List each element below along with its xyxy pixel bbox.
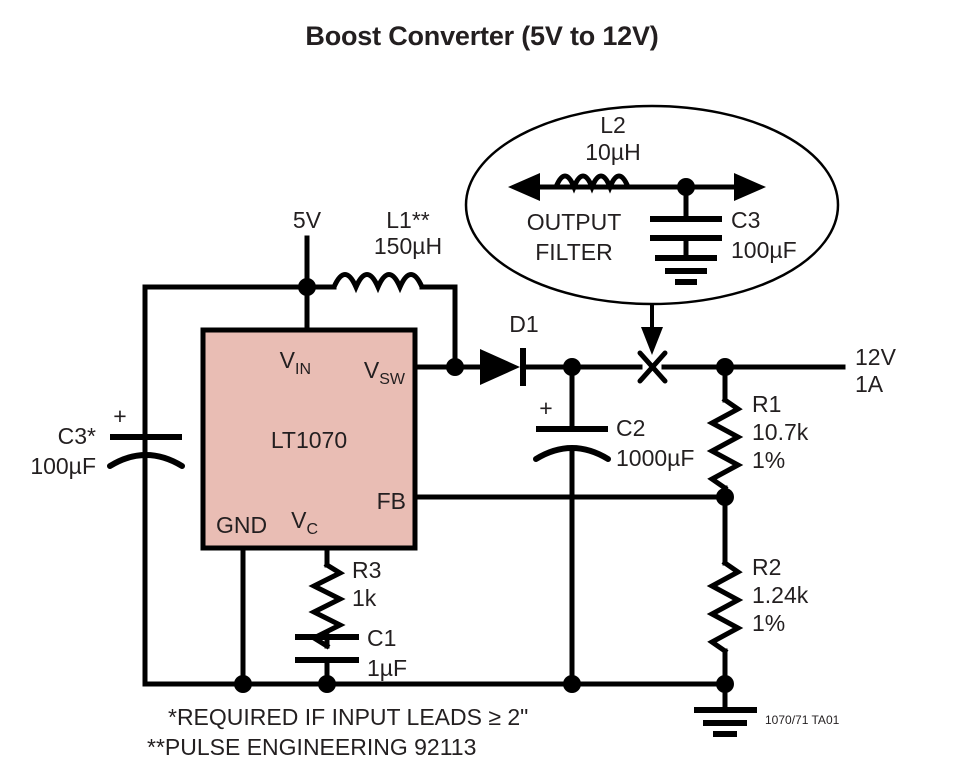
r2-value-label: 1.24k (752, 582, 809, 608)
pin-label-vin-sub: IN (295, 361, 311, 378)
output-voltage-label: 12V (855, 344, 897, 370)
filter-c3-value-label: 100µF (731, 237, 797, 263)
l2-inductor-coil (553, 173, 631, 194)
output-filter-callout-outline (464, 104, 840, 306)
c2-value-label: 1000µF (616, 445, 694, 471)
r3-ref-label: R3 (352, 557, 381, 583)
pin-label-vin: VIN (280, 347, 311, 378)
pin-label-vc-base: V (291, 507, 307, 533)
filter-c3-ref-label: C3 (731, 207, 760, 233)
output-filter-caption-line1: OUTPUT (527, 209, 622, 235)
input-c3-polarity-label: + (113, 403, 126, 429)
pin-label-vc-sub: C (306, 521, 318, 538)
input-c3-value-label: 100µF (30, 453, 96, 479)
pin-label-gnd: GND (216, 512, 267, 538)
footnote-line-2: **PULSE ENGINEERING 92113 (147, 734, 476, 760)
pin-label-gnd-base: GND (216, 512, 267, 538)
input-c3-bottom-plate (107, 452, 185, 469)
document-code-label: 1070/71 TA01 (765, 713, 840, 727)
filter-right-arrowhead (734, 173, 766, 201)
r2-resistor-zigzag (706, 559, 744, 655)
r2-ref-label: R2 (752, 554, 781, 580)
d1-diode-triangle (480, 349, 520, 385)
pin-label-fb-base: FB (377, 488, 406, 514)
r2-tolerance-label: 1% (752, 610, 785, 636)
c1-value-label: 1µF (367, 655, 407, 681)
c1-node-dot (318, 675, 336, 693)
diagram-title: Boost Converter (5V to 12V) (305, 21, 658, 51)
r3-value-label: 1k (352, 585, 377, 611)
l2-ref-label: L2 (600, 112, 626, 138)
pin-label-vin-base: V (280, 347, 296, 373)
filter-left-arrowhead (508, 173, 540, 201)
l2-value-label: 10µH (585, 139, 640, 165)
l1-value-label: 150µH (374, 233, 442, 259)
pin-label-vsw-base: V (364, 357, 380, 383)
r1-value-label: 10.7k (752, 419, 809, 445)
ic-part-label: LT1070 (271, 427, 347, 453)
vsw-node-dot (446, 358, 464, 376)
callout-arrowhead (641, 327, 663, 355)
d1-ref-label: D1 (509, 311, 538, 337)
pin-label-vsw-sub: SW (379, 371, 406, 388)
output-filter-caption-line2: FILTER (535, 239, 613, 265)
input-supply-label: 5V (293, 207, 322, 233)
r1-resistor-zigzag (706, 396, 744, 492)
filter-insert-xmark-stroke2 (637, 350, 668, 384)
l1-ref-label: L1** (386, 207, 430, 233)
c2-bottom-plate (533, 445, 611, 462)
input-c3-ref-label: C3* (58, 423, 96, 449)
c1-ref-label: C1 (367, 625, 396, 651)
r1-ref-label: R1 (752, 391, 781, 417)
pin-label-fb: FB (377, 488, 406, 514)
c2-polarity-label: + (539, 395, 552, 421)
l1-inductor-coil (331, 272, 425, 294)
output-current-label: 1A (855, 371, 884, 397)
ic-body-lt1070 (200, 327, 418, 551)
c2-ground-node-dot (563, 675, 581, 693)
gnd-node-dot (234, 675, 252, 693)
r1-tolerance-label: 1% (752, 447, 785, 473)
pin-label-vsw: VSW (364, 357, 406, 388)
c2-ref-label: C2 (616, 415, 645, 441)
footnote-line-1: *REQUIRED IF INPUT LEADS ≥ 2" (168, 704, 528, 730)
pin-label-vc: VC (291, 507, 318, 538)
